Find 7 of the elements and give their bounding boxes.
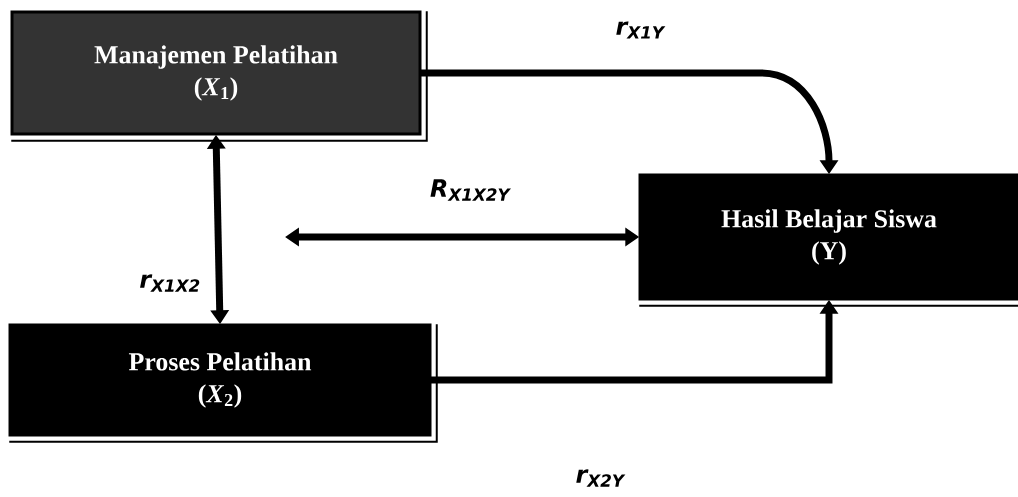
edge-label: r$_{X2Y}$ xyxy=(576,469,626,487)
process-box: Manajemen Pelatihan (X$_{1}$) xyxy=(10,10,428,142)
edge-label: r$_{X1X2}$ xyxy=(140,274,200,292)
edge-label: r$_{X1Y}$ xyxy=(616,21,666,39)
edge-label: R$_{X1X2Y}$ xyxy=(430,179,511,201)
process-box: Hasil Belajar Siswa (Y) xyxy=(638,173,1018,307)
process-box: Proses Pelatihan (X$_{2}$) xyxy=(8,323,438,443)
